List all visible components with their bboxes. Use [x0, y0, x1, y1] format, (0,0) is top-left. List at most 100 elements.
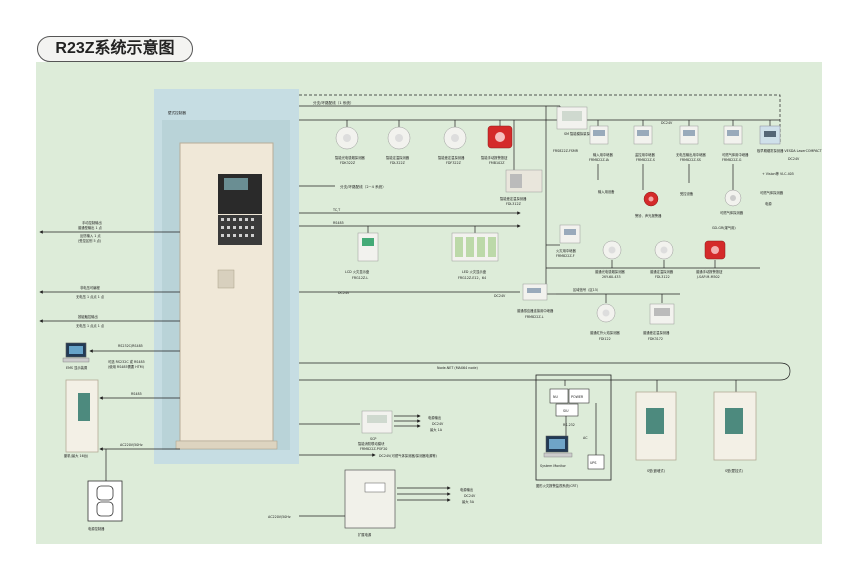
scp-model-label: FRM822Z-POF20: [360, 447, 387, 451]
fire-mod-label: 火灾用中继器: [556, 248, 576, 253]
scp-power-a-label: 最大 1A: [430, 427, 443, 432]
callpoint-label: 智能手动报警按钮: [481, 155, 508, 160]
flame-label: 普通红外火焰探测器: [590, 330, 620, 335]
left-output-3b: 无电压 1 点点 1 点: [76, 323, 105, 328]
scp-power-out-label: 电源输出: [428, 415, 441, 420]
conv-heat-detector: [654, 240, 674, 260]
pd-call-model: J-SAP-M-M502: [696, 275, 720, 279]
branch2-label: 分支/环路配线（2~4 系统）: [340, 184, 386, 189]
dc24-right-label: DC24V: [788, 157, 800, 161]
left-output-2b: 无电压 1 点点 1 点: [76, 294, 105, 299]
power-box: [568, 388, 590, 404]
sm-module-label: SM 智能模拟量探测器: [564, 131, 597, 136]
flame-model: FDI122: [599, 337, 611, 341]
scp-name-label: 智能消防联动模块: [358, 441, 385, 446]
left-output-1c: 反馈输入 1 点: [80, 233, 101, 238]
sm-module: [556, 106, 588, 130]
smart-analog-box: [505, 169, 543, 193]
dc24-mid-label-2: DC24V: [494, 294, 506, 298]
control-module: [633, 125, 653, 145]
in-mod-model: FRM822Z-IA: [589, 158, 610, 162]
rs232-sub-b: 可选 RS232C 或 RS485: [108, 359, 145, 364]
pd-heat-model: FDL3122: [655, 275, 670, 279]
flame-detector: [596, 303, 616, 323]
repeater-label: 副机(最大 16台): [64, 453, 88, 458]
ac220-label: AC220V/50Hz: [120, 443, 143, 447]
exp-power-out-label: 电源输出: [460, 487, 473, 492]
smoke1-model: FDK322Z: [340, 161, 356, 165]
alarm-bell: [643, 191, 659, 207]
conv-smoke-detector: [602, 240, 622, 260]
smart-heat-detector: [387, 126, 411, 150]
ac-crt-label: AC: [583, 436, 588, 440]
power-control-box: [87, 480, 123, 522]
callpoint-model: FMB102Z: [489, 161, 505, 165]
expansion-power-label: 扩展电源: [358, 532, 372, 537]
heat3-model: FDK3172: [648, 337, 663, 341]
node1-label: S型(嵌墙式): [647, 468, 665, 473]
gas-mod-model: FRM822Z-G: [722, 158, 742, 162]
rs232-label: RS232C/RS485: [118, 344, 143, 348]
gas-det2-sub: 电源: [765, 201, 772, 206]
input-module: [589, 125, 609, 145]
branch1-label: 分支/环路配线（1 系统）: [313, 100, 354, 105]
diagram-title: R23Z系统示意图: [37, 36, 193, 62]
ems-label: EMS 显示装置: [66, 365, 88, 370]
heat1-model: FDL322Z: [390, 161, 406, 165]
smart-heat-label: 智能差定温探测器: [500, 196, 527, 201]
smoke1-label: 智能光电感烟探测器: [335, 155, 365, 160]
left-output-2a: 非电压可编程: [80, 285, 100, 290]
conv-call-point: [704, 240, 726, 260]
gas-mod-label: 可燃气体用中继器: [722, 152, 749, 157]
left-output-1d: (受控区别 5 点): [78, 238, 101, 243]
siu-label: SIU: [563, 409, 569, 413]
vesda-label: 极早期烟雾探测器 VESDA LaserCOMPACT: [757, 148, 823, 153]
dc24-mid-label: DC24V: [338, 291, 350, 295]
node2-label: S型(壁挂式): [725, 468, 743, 473]
ctrl-mod-model: FRM822Z-S: [636, 158, 655, 162]
rs232-sub-c: (使用 RS485需要 HTM): [108, 364, 144, 369]
heat1-label: 智能定温探测器: [386, 155, 410, 160]
gas-detector: [724, 189, 742, 207]
tc-label: TC,T: [332, 208, 341, 212]
scp-power-dc-label: DC24V: [432, 422, 444, 426]
fire-mod-model: FRM822Z-F: [556, 254, 575, 258]
zone-signal-label: 区域信号（区15）: [573, 287, 600, 292]
bell-label: 警铃、声光报警器: [635, 213, 662, 218]
ups-box: [587, 454, 605, 470]
exp-power-dc-label: DC24V: [464, 494, 476, 498]
dc24-top-label: DC24V: [661, 121, 673, 125]
zone-relay-module: [522, 283, 548, 301]
heat2-label: 智能差定温探测器: [438, 155, 465, 160]
siu-box: [555, 403, 579, 417]
power-label: POWER: [571, 395, 584, 399]
gas-det-label: 可燃气体探测器: [720, 210, 744, 215]
led-label: LED 火灾显示盘: [462, 269, 487, 274]
input-device-label: 输入用设备: [598, 189, 615, 194]
nu-box: [549, 388, 569, 404]
nu-label: NU: [553, 395, 558, 399]
scp-module: [361, 410, 393, 434]
node-panel-1: [635, 391, 677, 461]
smart-call-point: [487, 125, 513, 149]
left-output-1a: 手动控制输出: [82, 220, 102, 225]
system-monitor: [543, 435, 573, 458]
ac-bottom-label: AC220V/50Hz: [268, 515, 291, 519]
smart-smoke-detector: [335, 126, 359, 150]
nv-mod-label: 无电压输出用中继器: [676, 152, 706, 157]
led-display-panel: [451, 232, 499, 262]
left-output-1b: 普通型输出 1 点: [78, 225, 103, 230]
nv-output-module: [679, 125, 699, 145]
ems-monitor: [62, 342, 90, 363]
nv-mod-model: FRM822Z-SS: [680, 158, 701, 162]
left-output-3a: 按键触控输出: [78, 314, 98, 319]
expansion-power-box: [344, 469, 396, 529]
exp-power-a-label: 最大 5A: [462, 499, 475, 504]
dc24-line-label: DC24V(可燃气体探测器/探测器电源等): [379, 453, 437, 458]
fire-relay-module: [559, 224, 581, 244]
crt-label: 图形火灾报警监视系统(CRT): [536, 483, 578, 488]
rs485-left-label: RS485: [131, 392, 142, 396]
crt-frame: [535, 374, 612, 481]
in-mod-label: 输入用中继器: [593, 152, 613, 157]
